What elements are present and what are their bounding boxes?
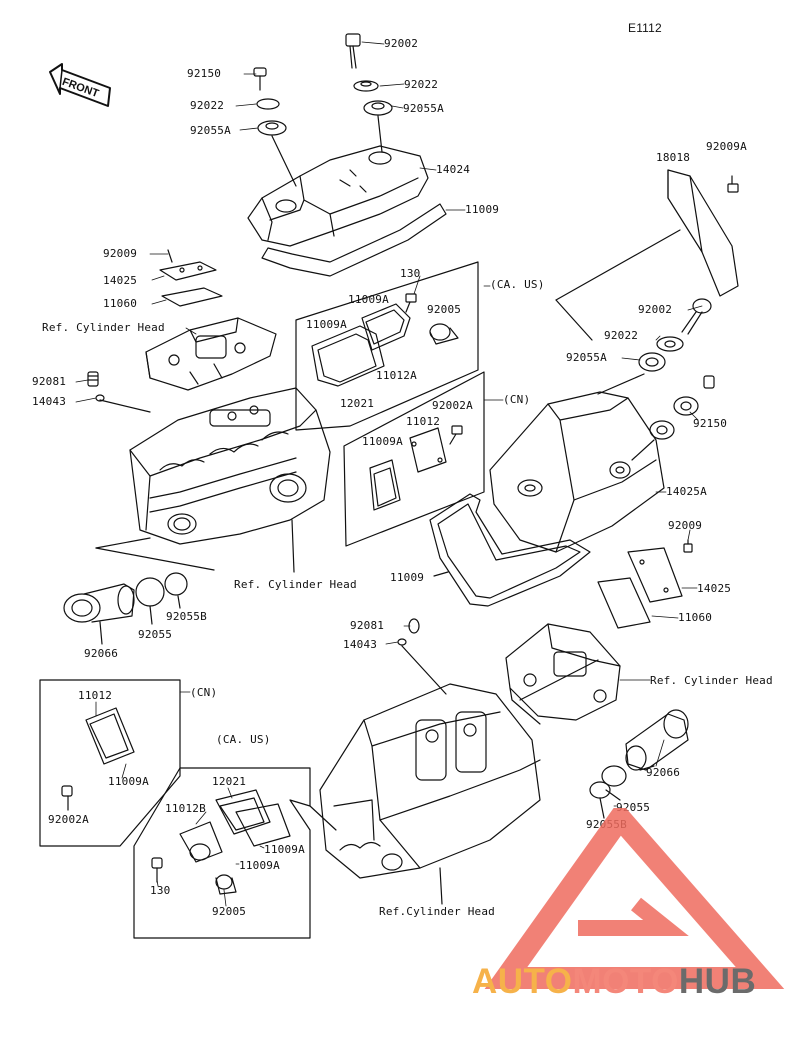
automotohub-logo-icon (484, 808, 785, 989)
part-label-l52: 11012B (165, 802, 206, 815)
part-label-l20: 92002 (638, 303, 673, 316)
part-label-l16: 11009A (348, 293, 389, 306)
valve-cover-rear (429, 391, 665, 607)
part-label-l56: 130 (150, 884, 171, 897)
left-cylinder-head (95, 387, 331, 573)
part-label-l33: 92009 (668, 519, 703, 532)
part-label-l28: 92002A (432, 399, 473, 412)
part-label-l03: 92022 (404, 78, 439, 91)
leader-lines (75, 41, 703, 907)
part-label-l12: 14025 (103, 274, 138, 287)
part-label-l36: 14025 (697, 582, 732, 595)
part-label-l47: 92066 (646, 766, 681, 779)
part-label-l39: 11060 (678, 611, 713, 624)
part-label-l24: 92081 (32, 375, 67, 388)
part-label-l05: 92055A (403, 102, 444, 115)
part-label-l07: 14024 (436, 163, 471, 176)
right-intake-pipe (589, 709, 689, 819)
part-label-l22: 92055A (566, 351, 607, 364)
part-label-l54: 11009A (264, 843, 305, 856)
valve-cover-front (247, 145, 447, 277)
part-label-l17: 92005 (427, 303, 462, 316)
ca-us-box-upper (295, 261, 479, 431)
part-label-l23: 11012A (376, 369, 417, 382)
part-label-l51: 92002A (48, 813, 89, 826)
watermark-part-hub: HUB (678, 962, 757, 1001)
right-fasteners (555, 169, 739, 629)
right-small-head (505, 623, 621, 725)
upper-left-head (145, 249, 277, 391)
part-label-l58: Ref.Cylinder Head (379, 905, 495, 918)
part-label-l02: 92150 (187, 67, 222, 80)
diagram-id: E1112 (628, 21, 662, 35)
part-label-l55: 11009A (239, 859, 280, 872)
cn-box-lower (39, 679, 181, 847)
part-label-l01: 92002 (384, 37, 419, 50)
part-label-l11: 92009 (103, 247, 138, 260)
part-label-l38: 92081 (350, 619, 385, 632)
part-label-l32: 14025A (666, 485, 707, 498)
part-label-l10: 11009 (465, 203, 500, 216)
left-intake-pipe (63, 572, 188, 645)
part-label-l57: 92005 (212, 905, 247, 918)
ca-us-box-lower (133, 767, 337, 939)
part-label-l21: 92022 (604, 329, 639, 342)
part-label-l48: 11009A (108, 775, 149, 788)
part-label-l15: 11060 (103, 297, 138, 310)
part-label-l09: 92009A (706, 140, 747, 153)
part-label-l13: 130 (400, 267, 421, 280)
part-label-l14: (CA. US) (490, 278, 545, 291)
part-label-l43: Ref. Cylinder Head (650, 674, 773, 687)
part-label-l49: 12021 (212, 775, 247, 788)
part-label-l35: Ref. Cylinder Head (234, 578, 357, 591)
part-label-l45: 11012 (78, 689, 113, 702)
front-arrow-icon: FRONT (49, 63, 111, 107)
part-label-l08: 18018 (656, 151, 691, 164)
watermark-text: AUTOMOTOHUB (472, 962, 756, 1002)
part-label-l27: 12021 (340, 397, 375, 410)
top-fasteners (253, 33, 393, 187)
part-label-l31: 11009A (362, 435, 403, 448)
part-label-l46: (CA. US) (216, 733, 271, 746)
part-label-l44: (CN) (190, 686, 218, 699)
cn-box-upper (343, 371, 485, 547)
watermark-part-moto: MOTO (572, 962, 679, 1001)
part-label-l19: 11009A (306, 318, 347, 331)
part-label-l04: 92022 (190, 99, 225, 112)
part-label-l26: 14043 (32, 395, 67, 408)
part-label-l34: 11009 (390, 571, 425, 584)
part-label-l40: 92055 (138, 628, 173, 641)
part-label-l06: 92055A (190, 124, 231, 137)
watermark-part-auto: AUTO (472, 962, 573, 1001)
part-label-l29: (CN) (503, 393, 531, 406)
part-label-l42: 92066 (84, 647, 119, 660)
part-label-l25: 92150 (693, 417, 728, 430)
right-cylinder-head (319, 645, 599, 905)
part-label-l37: 92055B (166, 610, 207, 623)
part-label-l18: Ref. Cylinder Head (42, 321, 165, 334)
part-label-l41: 14043 (343, 638, 378, 651)
part-label-l30: 11012 (406, 415, 441, 428)
